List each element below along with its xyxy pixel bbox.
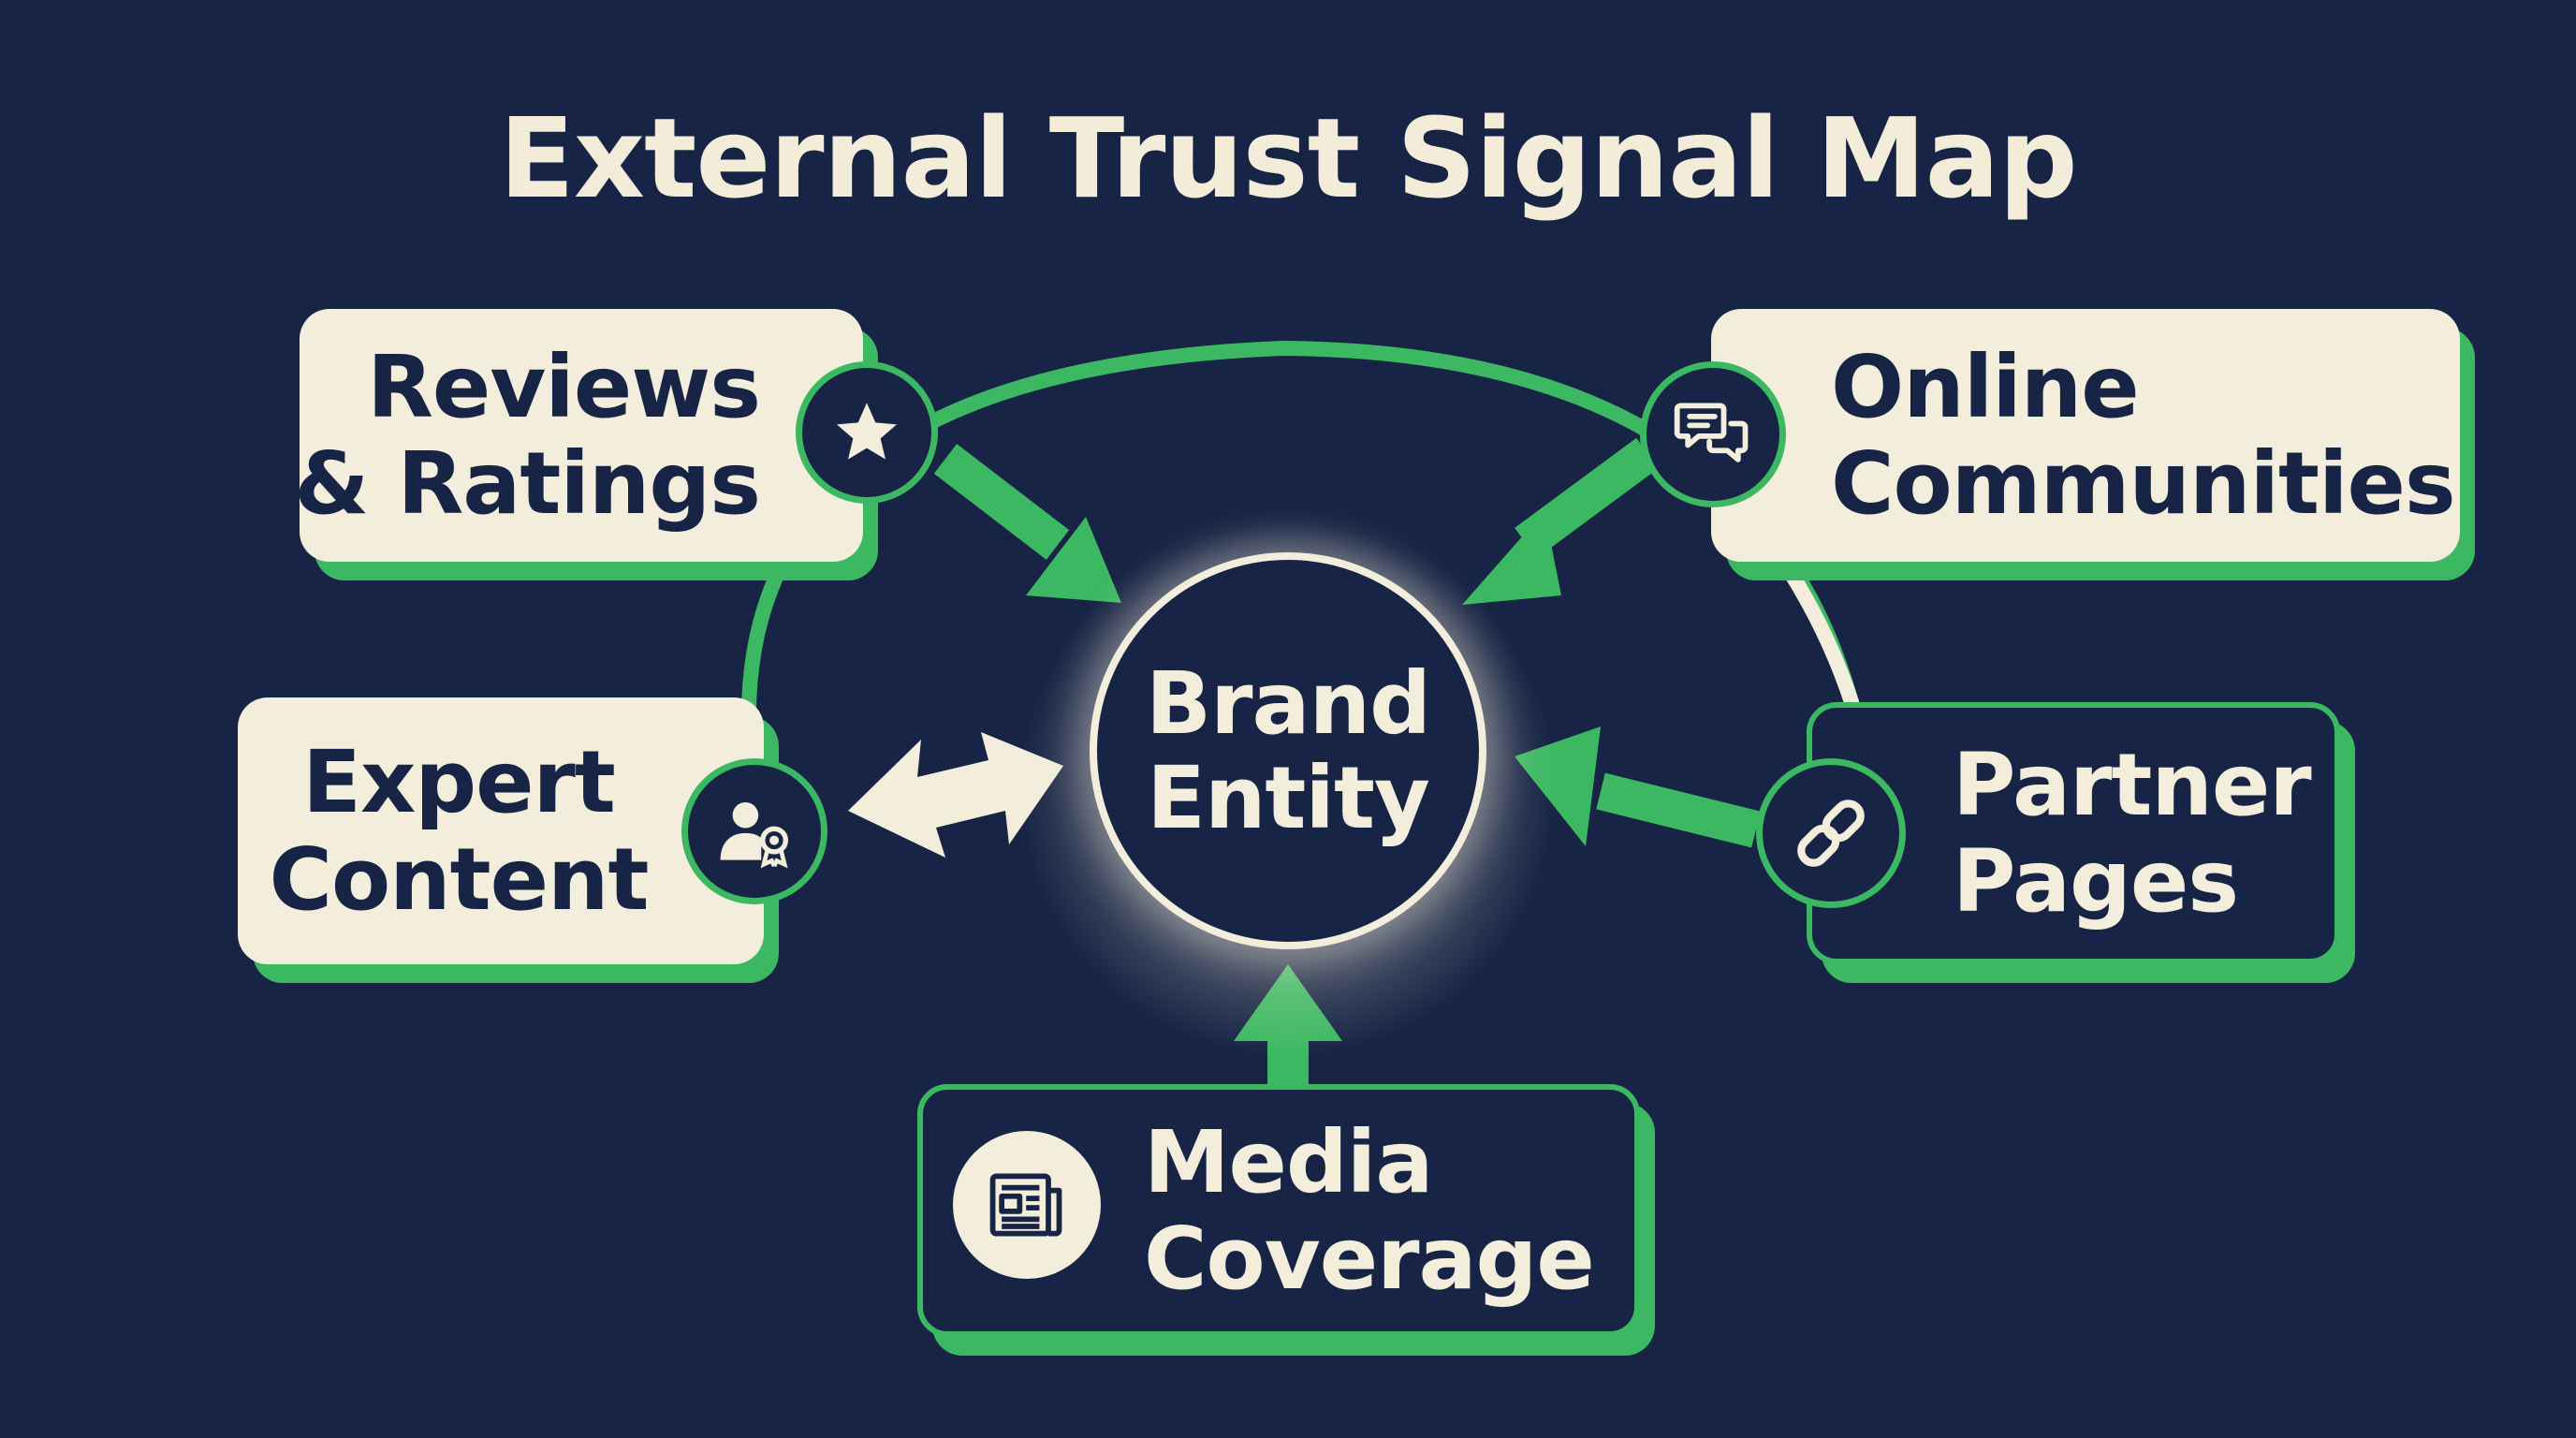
media-badge [953,1131,1101,1279]
brand-entity-line1: Brand [1146,653,1431,754]
expert-line2: Content [269,829,649,930]
online-line2: Communities [1831,433,2456,534]
partner-line1: Partner [1953,734,2312,835]
expert-content-card: Expert Content [238,697,764,964]
link-icon [1797,800,1865,867]
expert-badge-icon [720,801,789,869]
arrow-partner-shaft [1596,772,1761,848]
arrow-reviews-shaft [933,444,1070,560]
chat-bubbles-icon [1674,403,1749,462]
online-line1: Online [1831,336,2140,437]
brand-entity-line2: Entity [1147,748,1430,848]
brand-entity-node: Brand Entity [1090,552,1486,949]
reviews-badge [796,361,938,504]
media-line1: Media [1144,1111,1433,1212]
arrow-reviews-head [1026,517,1121,603]
newspaper-icon [989,1173,1062,1237]
reviews-ratings-card: Reviews & Ratings [294,309,863,562]
expert-double-arrow [848,732,1063,858]
page-title: External Trust Signal Map [499,94,2078,223]
media-coverage-card: Media Coverage [917,1084,1640,1337]
online-badge [1640,361,1786,507]
reviews-line1: Reviews [367,336,761,437]
partner-badge [1756,758,1906,908]
partner-line2: Pages [1953,831,2239,932]
online-communities-card: Online Communities [1711,309,2460,562]
star-icon [837,403,897,460]
expert-line1: Expert [302,732,616,833]
arrow-online-head [1462,511,1561,605]
expert-badge [681,758,827,904]
reviews-line2: & Ratings [294,433,761,534]
media-line2: Coverage [1144,1209,1595,1309]
outer-arc-cream-tail [1785,568,1859,710]
